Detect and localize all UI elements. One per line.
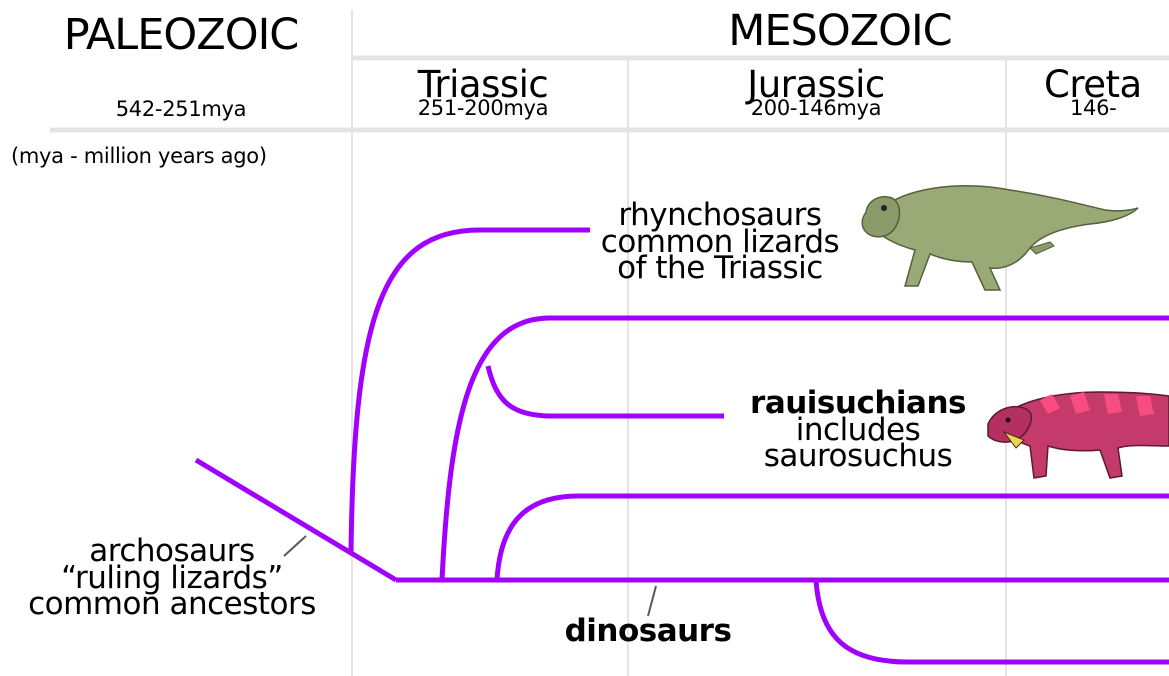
triassic-range: 251-200mya [418,98,549,119]
rauisuchians-desc-line2: saurosuchus [728,443,988,470]
mesozoic-era-label: MESOZOIC [728,10,951,53]
dinosaur-lower-branch [816,580,1169,662]
archosaurs-desc-line2: common ancestors [4,591,340,618]
rauisuchian-branch [488,366,724,416]
paleozoic-era-label: PALEOZOIC [64,14,299,57]
dinosaurs-pointer-line [648,586,656,616]
archosaurs-label: archosaurs “ruling lizards” common ances… [4,538,340,618]
cretaceous-range: 146- [1070,98,1116,119]
dinosaurs-label: dinosaurs [548,618,748,645]
rhynchosaurs-label: rhynchosaurs common lizards of the Trias… [580,202,860,282]
rhynchosaurs-desc-line2: of the Triassic [580,255,860,282]
dinosaur-upper-branch [497,496,1169,580]
dinosaurs-name: dinosaurs [548,618,748,645]
jurassic-range: 200-146mya [751,98,882,119]
mya-note: (mya - million years ago) [11,146,267,167]
rauisuchians-label: rauisuchians includes saurosuchus [728,390,988,470]
paleozoic-range: 542-251mya [116,99,247,120]
